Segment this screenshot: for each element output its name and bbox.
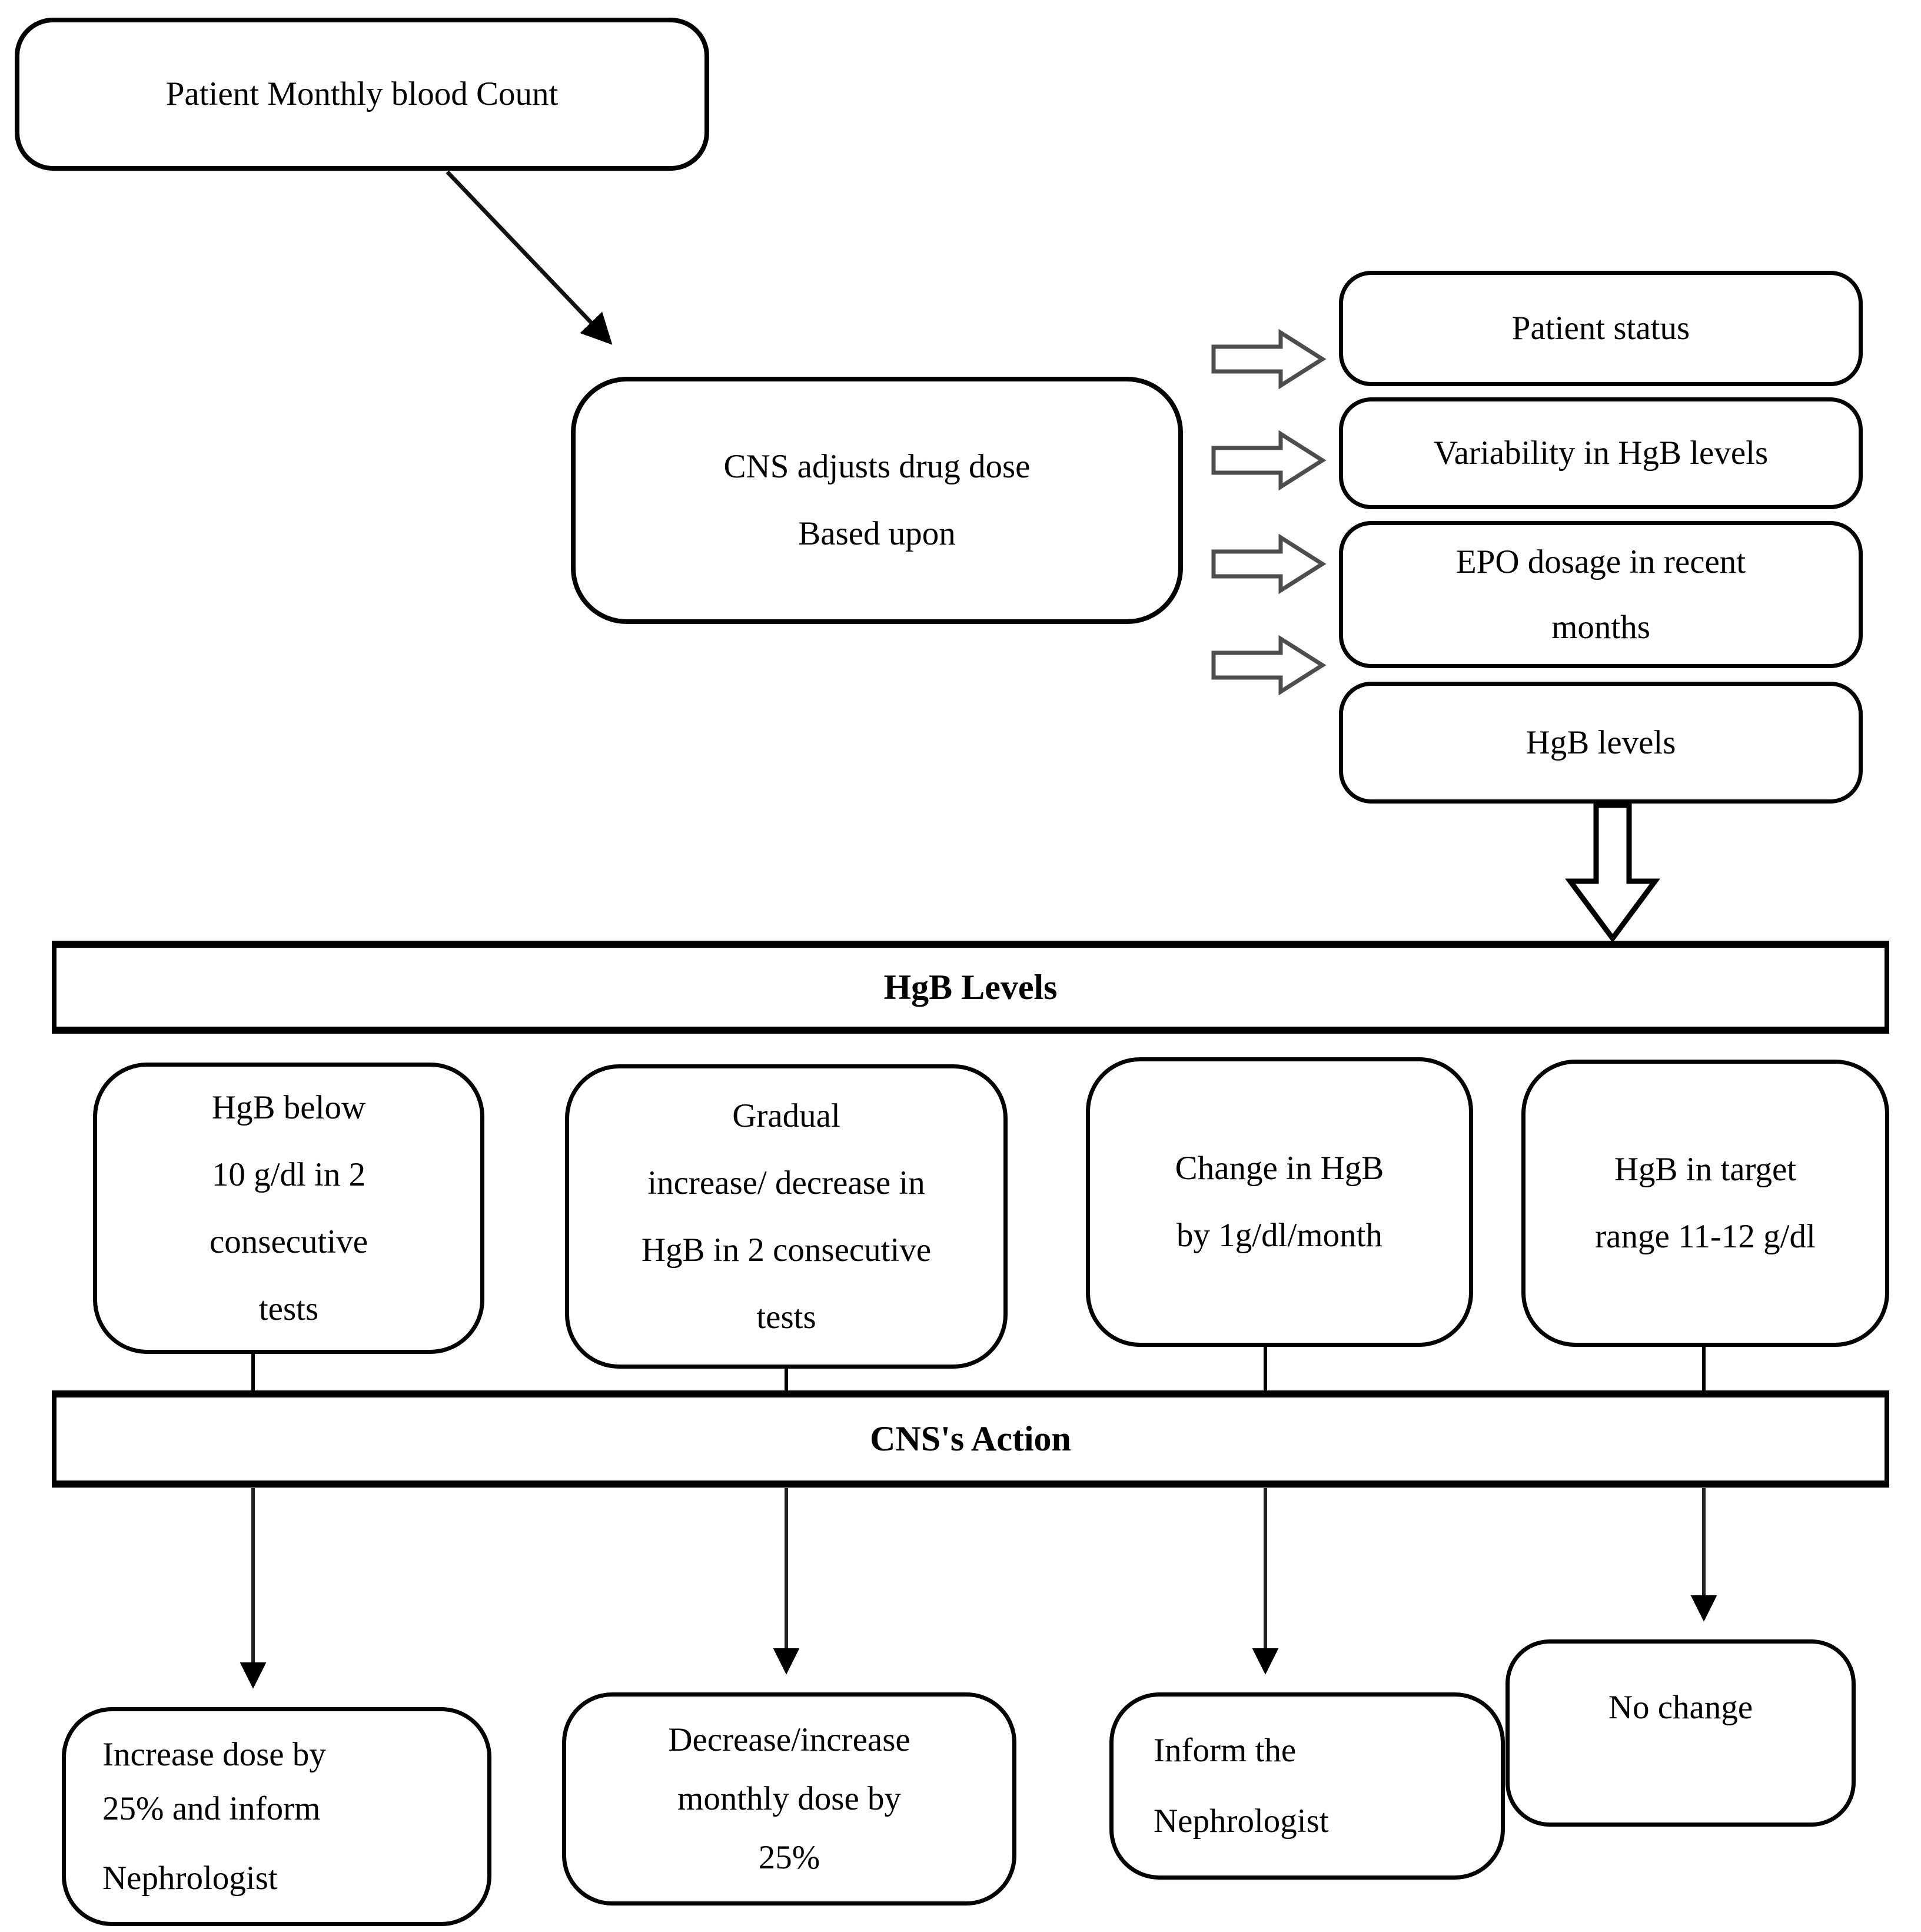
- node-line: Nephrologist: [1154, 1802, 1329, 1840]
- node-action-decrease-increase-monthly-dose: Decrease/increase monthly dose by 25%: [562, 1692, 1016, 1906]
- down-block-arrow-icon: [1565, 802, 1660, 943]
- node-line: range 11-12 g/dl: [1595, 1218, 1816, 1255]
- banner-label: HgB Levels: [883, 967, 1058, 1007]
- node-line: No change: [1608, 1689, 1753, 1726]
- node-line: increase/ decrease in: [647, 1164, 925, 1201]
- node-condition-hgb-in-target-range: HgB in target range 11-12 g/dl: [1521, 1060, 1889, 1347]
- node-label: Patient status: [1511, 310, 1690, 347]
- banner-cns-action: CNS's Action: [52, 1390, 1889, 1488]
- node-line: months: [1551, 609, 1650, 646]
- node-label: Patient Monthly blood Count: [165, 75, 559, 112]
- node-line: Inform the: [1154, 1732, 1297, 1770]
- node-line: HgB below: [211, 1088, 366, 1126]
- node-line: Decrease/increase: [668, 1721, 910, 1759]
- node-line: Change in HgB: [1175, 1150, 1384, 1187]
- node-line: 25%: [758, 1838, 820, 1876]
- right-block-arrow-icon: [1211, 635, 1327, 696]
- node-line: HgB in target: [1614, 1151, 1797, 1188]
- node-line: Based upon: [798, 515, 956, 552]
- node-patient-monthly-blood-count: Patient Monthly blood Count: [15, 18, 709, 171]
- node-action-inform-nephrologist: Inform the Nephrologist: [1109, 1692, 1505, 1880]
- node-factor-epo-dosage: EPO dosage in recent months: [1339, 521, 1863, 668]
- banner-label: CNS's Action: [870, 1419, 1071, 1458]
- right-block-arrow-icon: [1211, 430, 1327, 491]
- node-line: EPO dosage in recent: [1455, 543, 1746, 580]
- node-condition-hgb-below-10: HgB below 10 g/dl in 2 consecutive tests: [93, 1063, 484, 1354]
- node-line: Gradual: [732, 1097, 840, 1134]
- diagonal-arrow-icon: [446, 170, 613, 345]
- node-line: HgB in 2 consecutive: [641, 1231, 932, 1269]
- node-factor-hgb-levels: HgB levels: [1339, 682, 1863, 804]
- node-line: monthly dose by: [677, 1780, 901, 1818]
- node-factor-patient-status: Patient status: [1339, 271, 1863, 386]
- node-line: by 1g/dl/month: [1176, 1217, 1382, 1254]
- node-line: 25% and inform: [102, 1790, 321, 1827]
- node-line: consecutive: [209, 1223, 368, 1260]
- node-line: Increase dose by: [102, 1735, 326, 1773]
- node-action-no-change: No change: [1505, 1639, 1856, 1827]
- right-block-arrow-icon: [1211, 533, 1327, 595]
- node-condition-gradual-change: Gradual increase/ decrease in HgB in 2 c…: [565, 1064, 1008, 1369]
- node-condition-change-1g-dl-month: Change in HgB by 1g/dl/month: [1086, 1057, 1473, 1347]
- node-line: tests: [258, 1290, 319, 1327]
- node-label: Variability in HgB levels: [1433, 434, 1769, 472]
- node-factor-variability-in-hgb-levels: Variability in HgB levels: [1339, 397, 1863, 509]
- right-block-arrow-icon: [1211, 328, 1327, 390]
- node-line: Nephrologist: [102, 1860, 278, 1897]
- node-action-increase-dose-25: Increase dose by 25% and inform Nephrolo…: [62, 1707, 491, 1926]
- node-line: CNS adjusts drug dose: [723, 448, 1031, 485]
- node-line: tests: [756, 1298, 816, 1336]
- node-line: 10 g/dl in 2: [211, 1156, 366, 1193]
- banner-hgb-levels: HgB Levels: [52, 941, 1889, 1034]
- node-label: HgB levels: [1526, 723, 1676, 761]
- node-cns-adjusts-drug-dose: CNS adjusts drug dose Based upon: [571, 377, 1183, 624]
